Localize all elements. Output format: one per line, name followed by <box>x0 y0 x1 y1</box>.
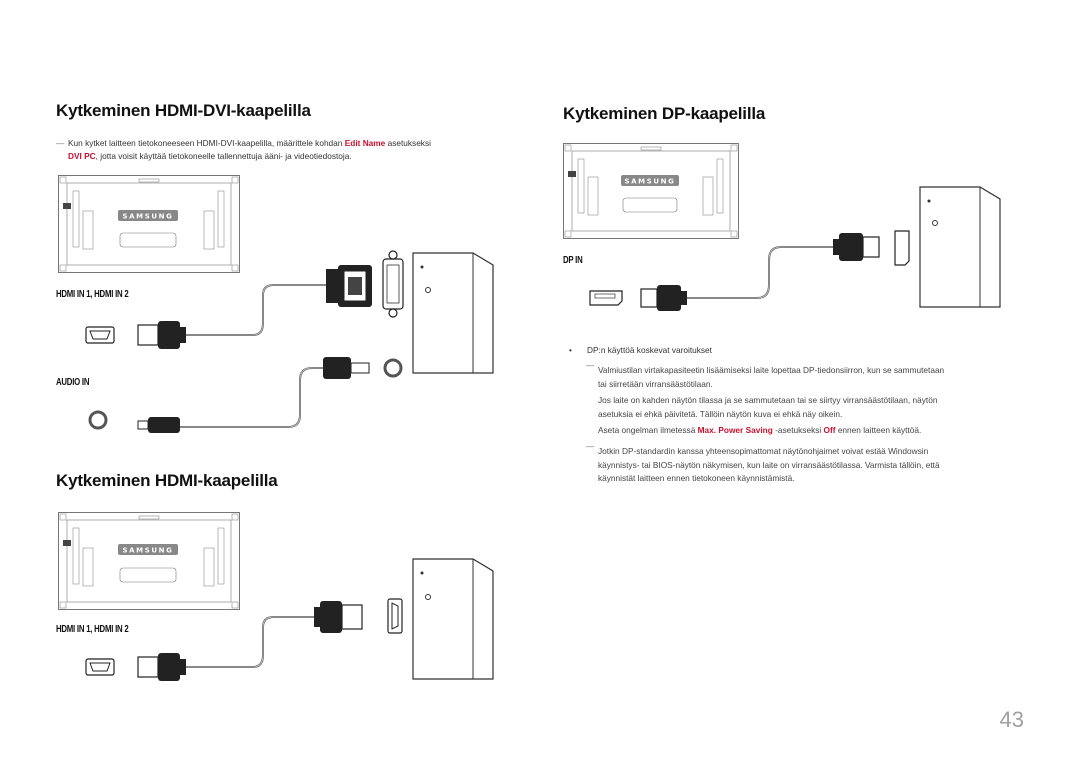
port-label-audio: AUDIO IN <box>56 377 90 388</box>
section-title-hdmi: Kytkeminen HDMI-kaapelilla <box>56 471 278 490</box>
monitor-brand: SAMSUNG <box>625 178 676 186</box>
monitor-back-illustration: SAMSUNG <box>58 175 240 273</box>
bullet-icon: • <box>569 345 572 355</box>
port-label-dp: DP IN <box>563 255 583 266</box>
max-power-saving-highlight: Max. Power Saving <box>697 425 773 435</box>
port-label-hdmi: HDMI IN 1, HDMI IN 2 <box>56 289 129 300</box>
monitor-back-illustration: SAMSUNG <box>58 512 240 610</box>
dp-cable-illustration <box>589 186 1001 311</box>
monitor-back-illustration: SAMSUNG <box>563 143 739 239</box>
dp-note-1: — Valmiustilan virtakapasiteetin lisäämi… <box>586 360 945 389</box>
dp-paragraph-3: Aseta ongelman ilmetessä Max. Power Savi… <box>598 425 922 435</box>
dp-warnings-title: •DP:n käyttöä koskevat varoitukset <box>569 345 712 355</box>
note-text: , jotta voisit käyttää tietokoneelle tal… <box>95 151 352 161</box>
dp-paragraph-2: Jos laite on kahden näytön tilassa ja se… <box>598 395 938 419</box>
hdmi-dvi-cable-illustration <box>85 250 494 433</box>
dp-note-2: — Jotkin DP-standardin kanssa yhteensopi… <box>586 441 940 483</box>
monitor-brand: SAMSUNG <box>123 547 174 555</box>
monitor-brand: SAMSUNG <box>123 213 174 221</box>
note-dash-icon: — <box>586 360 595 370</box>
page-number: 43 <box>999 707 1024 732</box>
note-dash-icon: — <box>586 441 595 451</box>
note-dash-icon: — <box>56 138 65 148</box>
hdmi-dvi-note: — Kun kytket laitteen tietokoneeseen HDM… <box>56 137 518 163</box>
port-label-hdmi: HDMI IN 1, HDMI IN 2 <box>56 624 129 635</box>
hdmi-cable-illustration <box>85 558 494 681</box>
edit-name-highlight: Edit Name <box>344 138 386 148</box>
section-title-dp: Kytkeminen DP-kaapelilla <box>563 104 766 123</box>
dvi-pc-highlight: DVI PC <box>68 151 96 161</box>
note-text: Kun kytket laitteen tietokoneeseen HDMI-… <box>68 138 345 148</box>
off-highlight: Off <box>823 425 836 435</box>
section-title-hdmi-dvi: Kytkeminen HDMI-DVI-kaapelilla <box>56 101 311 120</box>
note-text: asetukseksi <box>385 138 431 148</box>
